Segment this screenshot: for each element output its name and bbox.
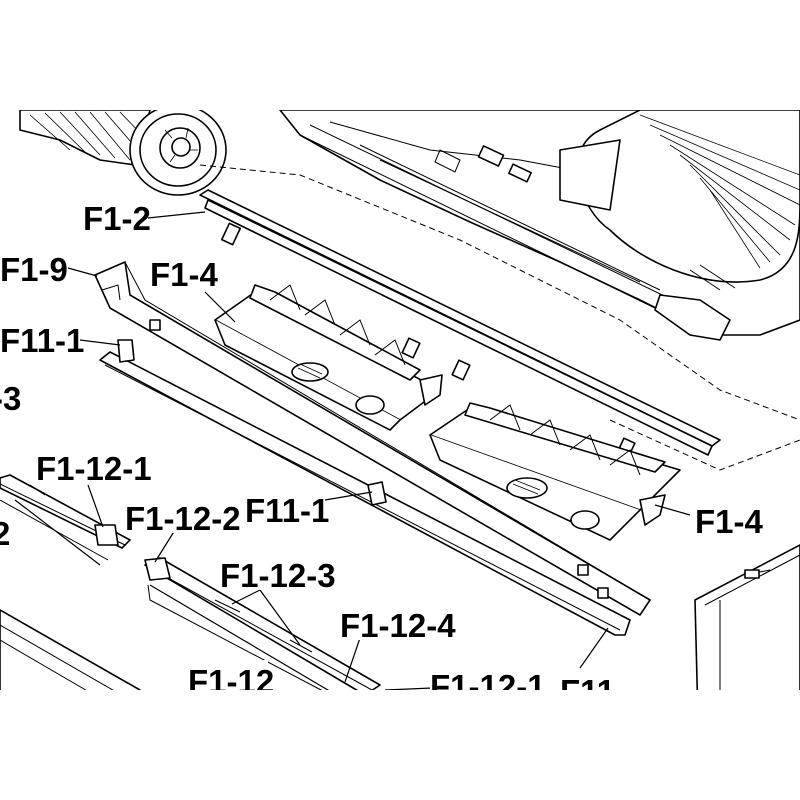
label-f1-12-3: F1-12-3 (220, 557, 336, 594)
label-f1-2-partial-left: 2 (0, 515, 10, 552)
cross-flow-fan (19, 104, 227, 196)
part-f1-9-bar (94, 261, 651, 616)
part-f1-12-strip (144, 557, 381, 701)
indoor-unit-chassis (279, 109, 800, 341)
label-f11-1-mid: F11-1 (245, 492, 329, 529)
label-f1-4-right: F1-4 (695, 503, 764, 540)
assembly-outline-dashed (199, 164, 800, 471)
part-f1-2-rail (199, 189, 721, 459)
label-f11-1-left: F11-1 (0, 322, 84, 359)
label-f1-12-2: F1-12-2 (125, 500, 241, 537)
part-f1-4-louver-assembly-lower (429, 402, 681, 541)
top-whitespace (0, 0, 800, 110)
label-f1-2: F1-2 (83, 200, 151, 237)
label-f1-12-1-upper: F1-12-1 (36, 450, 152, 487)
part-f1-4-louver-assembly-upper (214, 284, 443, 431)
part-f1-12-1-strip-upper (0, 474, 131, 561)
callout-labels: F1-2 F1-9 F1-4 F11-1 -3 F1-12-1 2 F1-12-… (0, 200, 764, 710)
bottom-whitespace (0, 690, 800, 800)
label-f1-9: F1-9 (0, 251, 68, 288)
label-f1-3-partial: -3 (0, 380, 21, 417)
label-f1-12-4: F1-12-4 (340, 607, 456, 644)
leader-lines (14, 211, 691, 707)
label-f1-4-top: F1-4 (150, 256, 219, 293)
